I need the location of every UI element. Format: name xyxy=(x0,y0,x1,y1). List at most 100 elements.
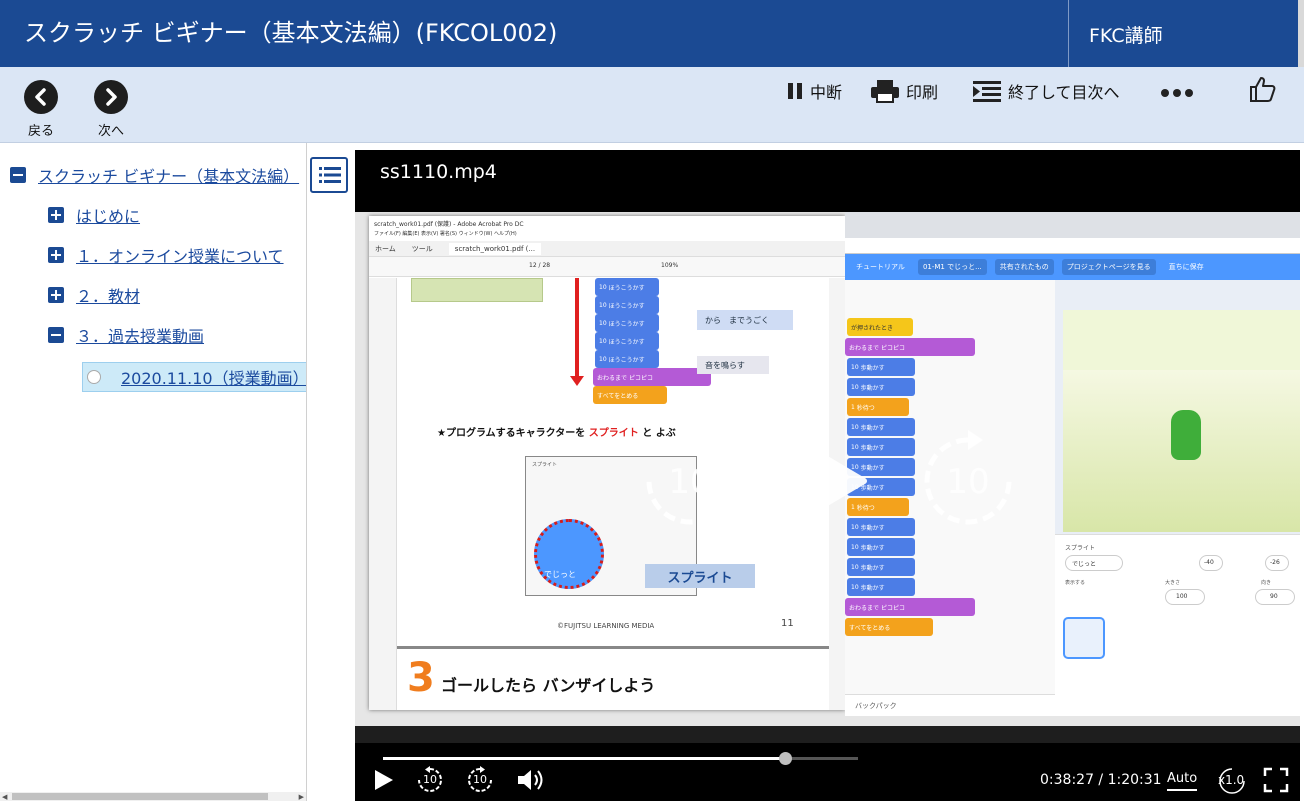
page-indicator: 12 / 28 xyxy=(529,262,551,269)
video-acrobat-window: scratch_work01.pdf (保護) - Adobe Acrobat … xyxy=(369,216,845,710)
sidebar-horizontal-scrollbar[interactable]: ◀ ▶ xyxy=(0,792,306,801)
fullscreen-button[interactable] xyxy=(1261,765,1291,795)
acrobat-tab-tools: ツール xyxy=(411,244,433,253)
expand-icon[interactable] xyxy=(48,207,64,223)
red-arrow xyxy=(575,278,579,378)
print-button[interactable]: 印刷 xyxy=(870,79,938,103)
back-button[interactable]: 戻る xyxy=(16,80,66,139)
acrobat-title: scratch_work01.pdf (保護) - Adobe Acrobat … xyxy=(369,216,845,230)
quality-label: Auto xyxy=(1167,771,1198,786)
scratch-backpack: バックパック xyxy=(845,694,1055,716)
zoom-level: 109% xyxy=(661,262,679,269)
scratch-sprite-thumb xyxy=(1063,617,1105,659)
more-dots-icon xyxy=(1161,89,1193,97)
seek-bar-knob[interactable] xyxy=(779,752,793,765)
volume-button[interactable] xyxy=(515,765,545,795)
scratch-stage xyxy=(1063,310,1300,532)
next-button[interactable]: 次へ xyxy=(86,80,136,139)
block-move: 10 ほうこうかす xyxy=(595,350,659,368)
acrobat-tab-doc: scratch_work01.pdf (... xyxy=(448,242,542,255)
toc-item-course[interactable]: スクラッチ ビギナー（基本文法編） xyxy=(10,162,299,188)
more-button[interactable] xyxy=(1160,81,1202,105)
forward-10-icon xyxy=(468,766,492,792)
collapse-icon[interactable] xyxy=(48,327,64,343)
acrobat-tab-home: ホーム xyxy=(375,244,396,253)
toc-item-materials[interactable]: ２．教材 xyxy=(48,282,140,308)
quality-button[interactable]: Auto xyxy=(1165,765,1199,795)
toc-item-online[interactable]: １．オンライン授業について xyxy=(48,242,284,268)
section-number: 3 xyxy=(407,655,435,701)
scroll-right-icon[interactable]: ▶ xyxy=(298,793,304,801)
scroll-left-icon[interactable]: ◀ xyxy=(2,793,8,801)
toc-item-intro-link[interactable]: はじめに xyxy=(76,207,141,226)
pause-button[interactable]: 中断 xyxy=(786,79,842,103)
acrobat-menu: ファイル(F) 編集(E) 表示(V) 署名(S) ウィンドウ(W) ヘルプ(H… xyxy=(374,231,517,237)
course-title: スクラッチ ビギナー（基本文法編）(FKCOL002) xyxy=(24,19,558,47)
acrobat-tabs: ホーム ツール scratch_work01.pdf (... xyxy=(369,241,845,257)
page-scrollbar[interactable] xyxy=(1298,0,1304,67)
fullscreen-icon xyxy=(1263,767,1289,793)
video-taskbar xyxy=(355,726,1300,743)
play-overlay-icon[interactable] xyxy=(790,436,870,526)
video-frame[interactable]: scratch_work01.pdf (保護) - Adobe Acrobat … xyxy=(355,212,1300,743)
seek-bar[interactable] xyxy=(383,752,858,765)
scratch-menu-bar: チュートリアル 01-M1 でじっと... 共有されたもの プロジェクトページを… xyxy=(845,254,1300,280)
video-controls: 10 10 0:38:27 / 1:20:31 Auto x1.0 xyxy=(355,743,1300,801)
forward-10-overlay-icon[interactable] xyxy=(913,426,1023,536)
scratch-code-area: が押されたとき おわるまで ピコピコ 10 歩動かす 10 歩動かす 1 秒待つ… xyxy=(845,280,1055,716)
toc-item-selected[interactable]: 2020.11.10（授業動画） xyxy=(82,362,307,392)
quality-underline xyxy=(1167,789,1197,791)
toc-item-past-videos[interactable]: ３．過去授業動画 xyxy=(48,322,204,348)
pdf-green-box xyxy=(411,278,543,302)
chevron-right-icon xyxy=(94,80,128,114)
video-player[interactable]: ss1110.mp4 scratch_work01.pdf (保護) - Ado… xyxy=(355,150,1300,801)
collapse-icon[interactable] xyxy=(10,167,26,183)
block-move: 10 ほうこうかす xyxy=(595,278,659,296)
pause-icon xyxy=(788,83,802,99)
annotation-color: から までうごく xyxy=(697,310,793,330)
pdf-divider xyxy=(397,646,829,649)
forward-10-button[interactable]: 10 xyxy=(465,765,495,795)
video-file-name: ss1110.mp4 xyxy=(380,161,497,183)
toc-item-past-videos-link[interactable]: ３．過去授業動画 xyxy=(76,327,205,346)
exit-to-toc-button[interactable]: 終了して目次へ xyxy=(972,79,1120,103)
pause-label: 中断 xyxy=(810,83,843,102)
rewind-10-overlay-icon[interactable] xyxy=(635,426,745,536)
block-move: 10 ほうこうかす xyxy=(595,332,659,350)
acrobat-toolbar: 12 / 28 109% xyxy=(369,257,845,277)
toc-item-course-link[interactable]: スクラッチ ビギナー（基本文法編） xyxy=(38,167,300,186)
sprite-card xyxy=(534,519,604,589)
scratch-sprite-pane: スプライト でじっと -40 -26 表示する 大きさ 100 向き 90 xyxy=(1055,534,1300,716)
red-arrow-head xyxy=(570,376,584,386)
toc-item-selected-link[interactable]: 2020.11.10（授業動画） xyxy=(121,369,307,388)
print-label: 印刷 xyxy=(906,83,939,102)
pdf-page: 10 ほうこうかす 10 ほうこうかす 10 ほうこうかす 10 ほうこうかす … xyxy=(397,278,829,710)
forward-10-text: 10 xyxy=(473,773,487,786)
current-time: 0:38:27 xyxy=(1040,772,1094,788)
time-display: 0:38:27 / 1:20:31 xyxy=(1040,772,1162,788)
play-button[interactable] xyxy=(369,765,399,795)
play-icon xyxy=(375,770,393,790)
expand-icon[interactable] xyxy=(48,287,64,303)
sprite-heading: ★プログラムするキャラクターを スプライト と よぶ xyxy=(437,428,676,439)
rewind-10-text: 10 xyxy=(423,773,437,786)
sprite-callout: スプライト xyxy=(645,564,755,588)
like-button[interactable] xyxy=(1248,77,1282,102)
speed-icon xyxy=(1219,768,1245,794)
list-icon xyxy=(319,167,341,183)
block-move: 10 ほうこうかす xyxy=(595,296,659,314)
toolbar: 戻る 次へ 中断 印刷 終了して目次へ xyxy=(0,67,1304,143)
exit-label: 終了して目次へ xyxy=(1008,83,1120,102)
toc-item-online-link[interactable]: １．オンライン授業について xyxy=(76,247,284,266)
toc-item-intro[interactable]: はじめに xyxy=(48,202,140,228)
video-play-overlay[interactable]: 10 10 xyxy=(635,426,1025,536)
scrollbar-thumb[interactable] xyxy=(12,793,268,800)
acrobat-left-panel xyxy=(369,278,397,710)
next-label: 次へ xyxy=(97,124,124,139)
expand-icon[interactable] xyxy=(48,247,64,263)
toc-toggle-button[interactable] xyxy=(310,157,348,193)
toc-item-materials-link[interactable]: ２．教材 xyxy=(76,287,141,306)
speed-button[interactable]: x1.0 xyxy=(1215,765,1249,795)
rewind-10-button[interactable]: 10 xyxy=(415,765,445,795)
rewind-10-icon xyxy=(418,766,442,792)
